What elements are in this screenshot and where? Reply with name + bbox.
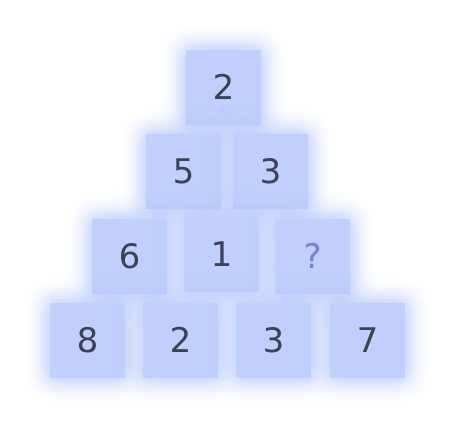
tile-r2-c1: 5 — [146, 134, 221, 209]
tile-r4-c4: 7 — [330, 303, 405, 378]
tile-r3-c2: 1 — [184, 217, 259, 292]
tile-r1-c1: 2 — [186, 50, 261, 125]
tile-r4-c2: 2 — [143, 303, 218, 378]
tile-r2-c2: 3 — [233, 134, 308, 209]
tile-r4-c3: 3 — [236, 303, 311, 378]
tile-r3-c3-unknown[interactable]: ? — [275, 219, 350, 294]
tile-r3-c1: 6 — [92, 219, 167, 294]
tile-r4-c1: 8 — [50, 303, 125, 378]
